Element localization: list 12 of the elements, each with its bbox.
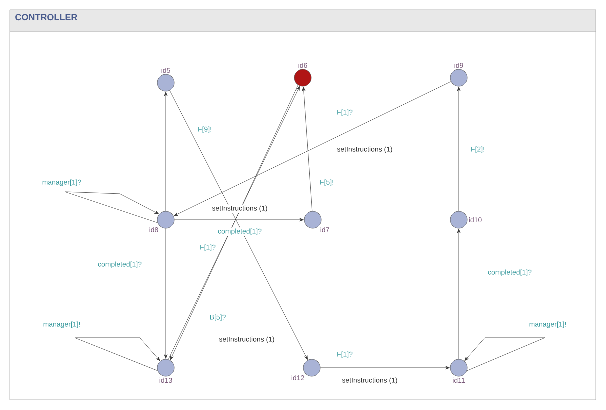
arrow	[74, 338, 160, 372]
arrow	[302, 87, 313, 212]
arrow	[164, 228, 168, 359]
arrow	[164, 92, 168, 212]
arrow	[457, 87, 461, 212]
arrow	[320, 366, 450, 370]
arrow	[174, 218, 304, 222]
arrow	[457, 229, 461, 360]
arrow	[64, 192, 160, 224]
title-bar: CONTROLLER	[10, 10, 596, 32]
arrow	[174, 82, 452, 216]
arrow	[464, 338, 546, 372]
